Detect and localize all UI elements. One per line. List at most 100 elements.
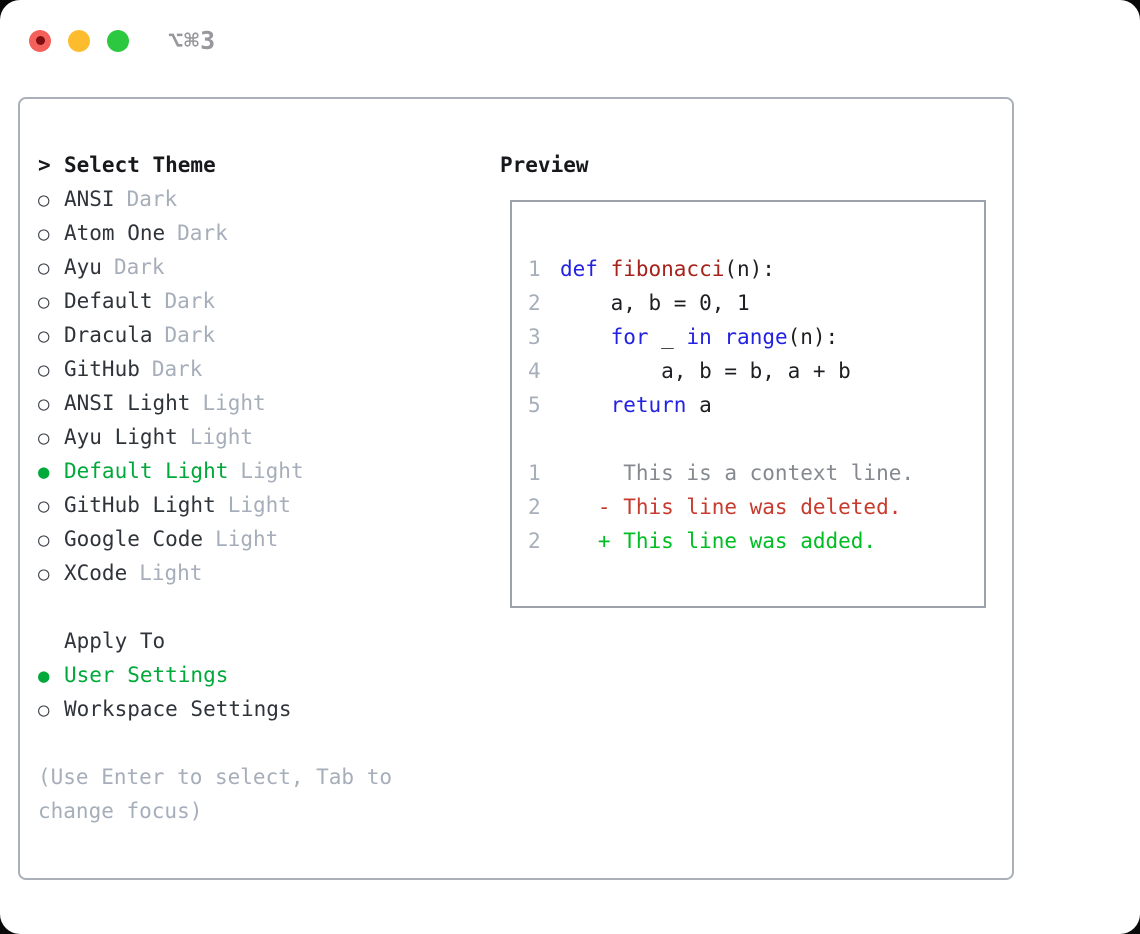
radio-unselected-icon: ○ bbox=[38, 495, 50, 517]
theme-variant-label: Dark bbox=[164, 289, 216, 313]
select-theme-heading: > Select Theme bbox=[38, 148, 448, 182]
code-token: def bbox=[560, 257, 611, 281]
radio-selected-icon: ● bbox=[38, 665, 50, 687]
theme-variant-label: Light bbox=[227, 493, 291, 517]
line-number: 4 bbox=[528, 359, 541, 383]
theme-option-ansi[interactable]: ○ ANSI Dark bbox=[38, 182, 448, 216]
apply-option-label: User Settings bbox=[64, 663, 229, 687]
theme-variant-label: Light bbox=[240, 459, 304, 483]
radio-unselected-icon: ○ bbox=[38, 257, 50, 279]
code-token: range bbox=[724, 325, 788, 349]
zoom-button-icon[interactable] bbox=[107, 29, 129, 52]
radio-unselected-icon: ○ bbox=[38, 291, 50, 313]
theme-variant-label: Dark bbox=[113, 255, 165, 279]
theme-option-ansi-light[interactable]: ○ ANSI Light Light bbox=[38, 386, 448, 420]
window-title: ⌥⌘3 bbox=[168, 26, 217, 55]
radio-unselected-icon: ○ bbox=[38, 189, 50, 211]
code-line: 2 a, b = 0, 1 bbox=[528, 286, 984, 320]
preview-title: Preview bbox=[500, 153, 589, 177]
line-number: 2 bbox=[528, 529, 541, 553]
line-number: 2 bbox=[528, 291, 541, 315]
code-line: 1 This is a context line. bbox=[528, 456, 984, 490]
apply-to-title: Apply To bbox=[64, 629, 166, 653]
code-token: for bbox=[610, 325, 649, 349]
theme-option-ayu[interactable]: ○ Ayu Dark bbox=[38, 250, 448, 284]
theme-option-default-light[interactable]: ● Default Light Light bbox=[38, 454, 448, 488]
prompt-icon: > bbox=[38, 153, 51, 177]
theme-name: GitHub bbox=[64, 357, 140, 381]
radio-unselected-icon: ○ bbox=[38, 359, 50, 381]
code-token: in bbox=[686, 325, 712, 349]
close-button-icon[interactable] bbox=[29, 29, 51, 52]
theme-option-github[interactable]: ○ GitHub Dark bbox=[38, 352, 448, 386]
code-token bbox=[560, 325, 611, 349]
code-token: _ bbox=[648, 325, 687, 349]
code-line: 2 + This line was added. bbox=[528, 524, 984, 558]
code-token: return bbox=[610, 393, 687, 417]
theme-name: Default bbox=[64, 289, 153, 313]
theme-variant-label: Light bbox=[215, 527, 279, 551]
theme-name: Atom One bbox=[64, 221, 166, 245]
code-token bbox=[712, 325, 725, 349]
code-token: fibonacci bbox=[610, 257, 725, 281]
line-number: 3 bbox=[528, 325, 541, 349]
line-number: 2 bbox=[528, 495, 541, 519]
theme-variant-label: Light bbox=[202, 391, 266, 415]
code-line: 4 a, b = b, a + b bbox=[528, 354, 984, 388]
line-number: 1 bbox=[528, 257, 541, 281]
theme-option-github-light[interactable]: ○ GitHub Light Light bbox=[38, 488, 448, 522]
theme-variant-label: Dark bbox=[126, 187, 178, 211]
code-line: 5 return a bbox=[528, 388, 984, 422]
code-line: 2 - This line was deleted. bbox=[528, 490, 984, 524]
code-token bbox=[560, 393, 611, 417]
apply-to-heading: Apply To bbox=[38, 624, 448, 658]
titlebar: ⌥⌘3 bbox=[29, 26, 216, 55]
radio-unselected-icon: ○ bbox=[38, 699, 50, 721]
radio-unselected-icon: ○ bbox=[38, 393, 50, 415]
theme-name: Dracula bbox=[64, 323, 153, 347]
radio-selected-icon: ● bbox=[38, 461, 50, 483]
minimize-button-icon[interactable] bbox=[68, 29, 90, 52]
radio-unselected-icon: ○ bbox=[38, 563, 50, 585]
code-line: 1 def fibonacci(n): bbox=[528, 252, 984, 286]
theme-option-ayu-light[interactable]: ○ Ayu Light Light bbox=[38, 420, 448, 454]
code-token: (n): bbox=[724, 257, 775, 281]
theme-name: Google Code bbox=[64, 527, 204, 551]
select-theme-title: Select Theme bbox=[64, 153, 216, 177]
apply-option-label: Workspace Settings bbox=[64, 697, 292, 721]
theme-variant-label: Light bbox=[189, 425, 254, 449]
theme-variant-label: Dark bbox=[164, 323, 216, 347]
theme-name: Default Light bbox=[64, 459, 229, 483]
code-token: + This line was added. bbox=[560, 529, 877, 553]
code-line bbox=[528, 422, 984, 456]
code-token: This is a context line. bbox=[560, 461, 915, 485]
code-token: a bbox=[686, 393, 712, 417]
code-token: a, b = 0, 1 bbox=[560, 291, 750, 315]
theme-name: GitHub Light bbox=[64, 493, 216, 517]
radio-unselected-icon: ○ bbox=[38, 223, 50, 245]
code-token: a, b = b, a + b bbox=[560, 359, 851, 383]
line-number: 1 bbox=[528, 461, 541, 485]
radio-unselected-icon: ○ bbox=[38, 427, 50, 449]
theme-name: XCode bbox=[64, 561, 128, 585]
theme-name: ANSI Light bbox=[64, 391, 191, 415]
apply-option-workspace-settings[interactable]: ○ Workspace Settings bbox=[38, 692, 448, 726]
theme-name: Ayu Light bbox=[64, 425, 178, 449]
code-token: - This line was deleted. bbox=[560, 495, 902, 519]
code-line: 3 for _ in range(n): bbox=[528, 320, 984, 354]
code-token: (n): bbox=[787, 325, 839, 349]
theme-name: ANSI bbox=[64, 187, 115, 211]
theme-name: Ayu bbox=[64, 255, 102, 279]
theme-option-default[interactable]: ○ Default Dark bbox=[38, 284, 448, 318]
theme-variant-label: Dark bbox=[151, 357, 203, 381]
apply-option-user-settings[interactable]: ● User Settings bbox=[38, 658, 448, 692]
apply-to-list: ● User Settings ○ Workspace Settings bbox=[38, 658, 448, 726]
